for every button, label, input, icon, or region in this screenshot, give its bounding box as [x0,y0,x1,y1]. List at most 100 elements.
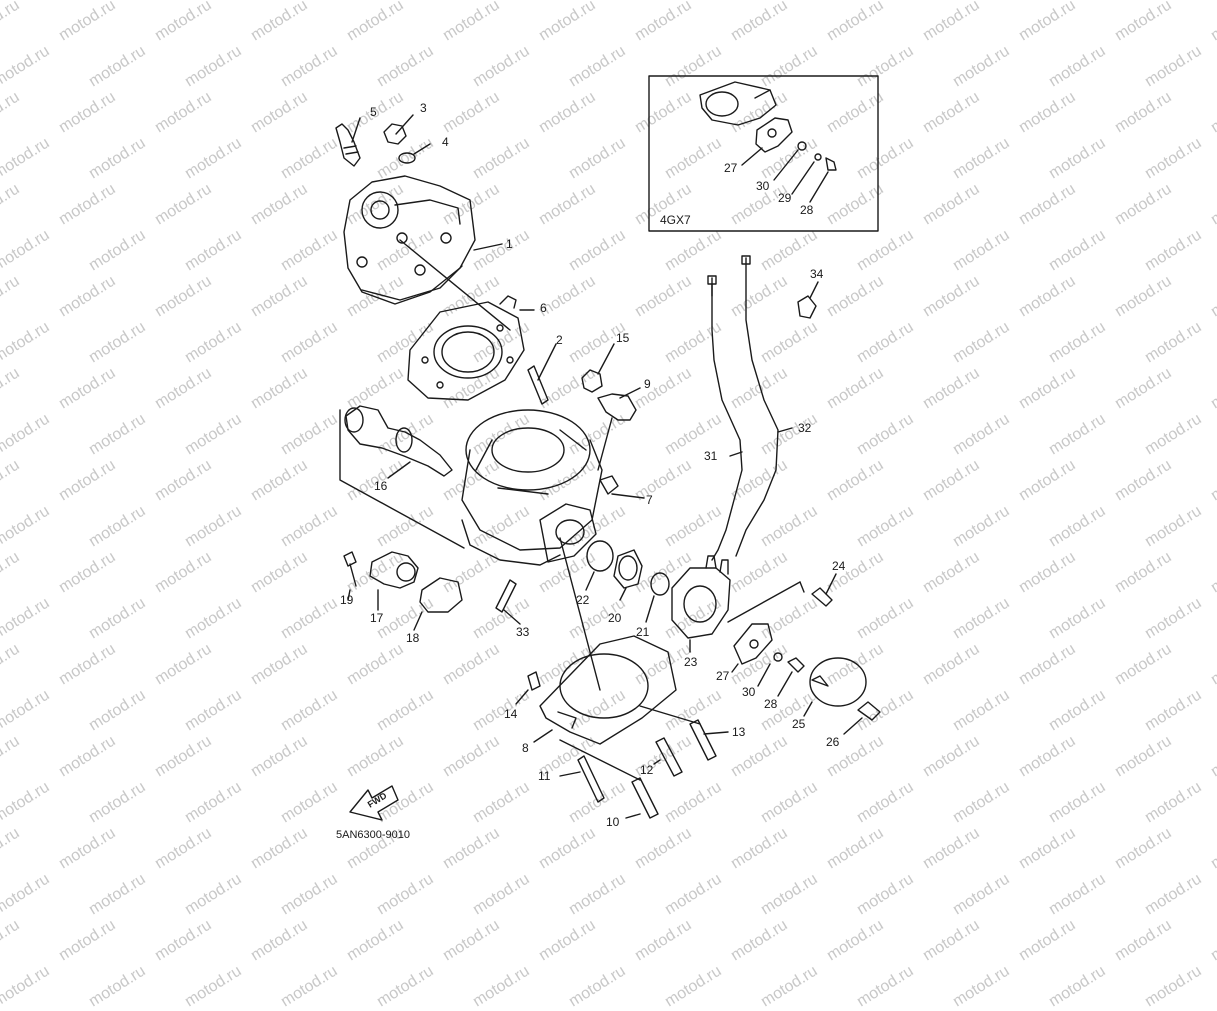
stud-11-drawing [577,755,605,803]
diagram-code: 5AN6300-9010 [336,829,410,841]
screw-26-drawing [857,701,881,721]
callout-p30a: 30 [756,179,770,193]
callout-p12: 12 [640,763,654,777]
watermark-text: motod.ru [1208,916,1217,965]
callout-p9: 9 [644,377,651,391]
stud-2-drawing [527,365,549,405]
throttle-cable-32-drawing [735,255,793,557]
fwd-arrow-icon [349,785,399,821]
callout-p17: 17 [370,611,384,625]
callout-p18: 18 [406,631,420,645]
watermark-text: motod.ru [440,916,503,965]
throttle-cable-31-drawing [707,275,743,561]
callout-p3: 3 [420,101,427,115]
callout-p5: 5 [370,105,377,119]
watermark-text: motod.ru [0,916,23,965]
watermark-text: motod.ru [632,916,695,965]
callout-p34: 34 [810,267,824,281]
callout-p10: 10 [606,815,620,829]
ring-21-drawing [650,572,670,596]
power-valve-drawing [339,405,465,549]
bolt-24-drawing [811,587,833,607]
washer-30-drawing [773,652,783,662]
callout-p14: 14 [504,707,518,721]
watermark-text: motod.ru [86,962,149,1011]
callout-p23: 23 [684,655,698,669]
watermark-text: motod.ru [56,916,119,965]
callout-p28a: 28 [800,203,814,217]
callout-p28b: 28 [764,697,778,711]
inset-label: 4GX7 [660,213,691,227]
callout-p26: 26 [826,735,840,749]
stud-33-drawing [495,579,517,613]
watermark-text: motod.ru [182,962,245,1011]
callout-p22: 22 [576,593,590,607]
watermark-text: motod.ru [758,962,821,1011]
dowel-14-drawing [527,671,541,691]
callout-p27a: 27 [724,161,738,175]
callout-p29: 29 [778,191,792,205]
callout-p2: 2 [556,333,563,347]
watermark-text: motod.ru [470,962,533,1011]
watermark-text: motod.ru [662,962,725,1011]
stud-10-drawing [631,777,659,819]
parts-diagram: FWD 123456789101112131415161718192021222… [335,75,881,841]
throttle-housing-drawing [671,555,805,653]
inset-washer-30 [797,141,807,151]
watermark-text: motod.ru [566,962,629,1011]
watermark-text: motod.ru [1046,962,1109,1011]
bracket-9-drawing [597,393,637,421]
watermark-text: motod.ru [1016,916,1079,965]
watermark-text: motod.ru [536,916,599,965]
watermark-text: motod.ru [374,962,437,1011]
watermark-text: motod.ru [950,962,1013,1011]
o-ring-22-drawing [586,540,614,572]
callout-p15: 15 [616,331,630,345]
cylinder-drawing [461,409,645,566]
nut-drawing [383,123,407,145]
watermark-text: motod.ru [0,962,53,1011]
stud-12-drawing [655,737,683,777]
callout-p31: 31 [704,449,718,463]
callout-p7: 7 [646,493,653,507]
callout-p6: 6 [540,301,547,315]
callout-p27b: 27 [716,669,730,683]
inset-plate-27-drawing [755,117,793,153]
callout-p11: 11 [538,769,551,783]
watermark-text: motod.ru [344,916,407,965]
callout-p16: 16 [374,479,388,493]
bolt-19-drawing [343,551,357,587]
cap-25-drawing [803,657,867,717]
inset-screw-28 [825,157,837,171]
clip-34-drawing [797,295,817,319]
callout-p13: 13 [732,725,746,739]
joint-20-drawing [613,549,643,589]
inset-frame [648,75,879,232]
watermark-text: motod.ru [854,962,917,1011]
callout-p8: 8 [522,741,529,755]
watermark-text: motod.ru [152,916,215,965]
cover-17-drawing [369,551,419,589]
callout-p1: 1 [506,237,513,251]
watermark-text: motod.ru [248,916,311,965]
screw-28-drawing [787,657,805,673]
base-gasket-drawing [533,537,677,745]
watermark-text: motod.ru [728,916,791,965]
watermark-text: motod.ru [920,916,983,965]
callout-p30b: 30 [742,685,756,699]
callout-p4: 4 [442,135,449,149]
watermark-text: motod.ru [278,962,341,1011]
callout-p20: 20 [608,611,622,625]
cylinder-head-drawing [343,175,511,331]
head-gasket-drawing [407,295,535,401]
callout-p32: 32 [798,421,812,435]
callout-p25: 25 [792,717,806,731]
plate-27-drawing [733,623,773,665]
cap-15-drawing [581,369,603,393]
callout-p19: 19 [340,593,354,607]
washer-drawing [398,152,416,164]
watermark-text: motod.ru [1112,916,1175,965]
gasket-18-drawing [419,577,463,613]
callout-p24: 24 [832,559,846,573]
